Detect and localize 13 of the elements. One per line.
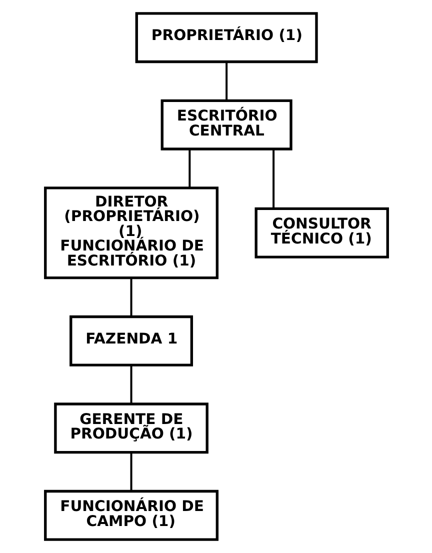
connector [272, 149, 274, 208]
node-box: FUNCIONÁRIO DE CAMPO (1) [44, 490, 218, 541]
node-box: DIRETOR (PROPRIETÁRIO) (1) FUNCIONÁRIO DE ESCRITÓRIO (1) [44, 186, 218, 280]
connector [188, 149, 190, 188]
connector [130, 365, 132, 404]
connector [225, 62, 228, 101]
node-box: ESCRITÓRIO CENTRAL [160, 99, 292, 150]
node-box: PROPRIETÁRIO (1) [134, 12, 318, 64]
node-box: GERENTE DE PRODUÇÃO (1) [54, 402, 208, 454]
connector [130, 452, 132, 492]
node-box: FAZENDA 1 [69, 315, 193, 366]
node-box: CONSULTOR TÉCNICO (1) [254, 207, 388, 258]
connector [130, 278, 132, 317]
